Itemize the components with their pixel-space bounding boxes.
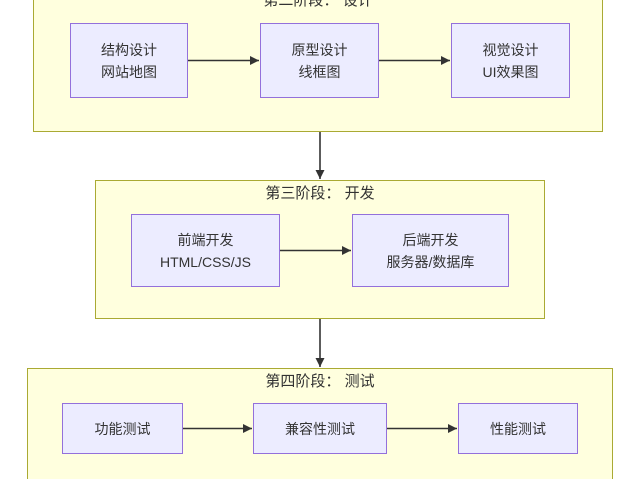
cluster-title-development: 第三阶段： 开发 [265, 185, 375, 202]
node-prototype-design: 原型设计 线框图 [260, 23, 379, 98]
node-label-line: 服务器/数据库 [386, 253, 475, 270]
node-label-line: 性能测试 [490, 420, 546, 437]
node-backend-development: 后端开发 服务器/数据库 [352, 214, 509, 287]
node-label-line: 网站地图 [101, 63, 157, 80]
node-frontend-development: 前端开发 HTML/CSS/JS [131, 214, 280, 287]
node-label-line: HTML/CSS/JS [159, 253, 251, 270]
cluster-title-design: 第二阶段： 设计 [263, 0, 373, 9]
node-label-line: 兼容性测试 [285, 420, 355, 437]
node-label-line: 前端开发 [177, 231, 234, 248]
node-label-line: 结构设计 [101, 41, 157, 58]
node-visual-design: 视觉设计 UI效果图 [451, 23, 570, 98]
node-performance-testing: 性能测试 [458, 403, 578, 454]
node-label-line: UI效果图 [482, 63, 539, 80]
node-compatibility-testing: 兼容性测试 [253, 403, 387, 454]
cluster-title-testing: 第四阶段： 测试 [265, 373, 375, 390]
node-functional-testing: 功能测试 [62, 403, 183, 454]
node-structure-design: 结构设计 网站地图 [70, 23, 188, 98]
node-label-line: 后端开发 [402, 231, 459, 248]
node-label-line: 功能测试 [94, 420, 151, 437]
node-label-line: 视觉设计 [482, 41, 539, 58]
node-label-line: 原型设计 [291, 41, 348, 58]
node-label-line: 线框图 [298, 63, 341, 80]
